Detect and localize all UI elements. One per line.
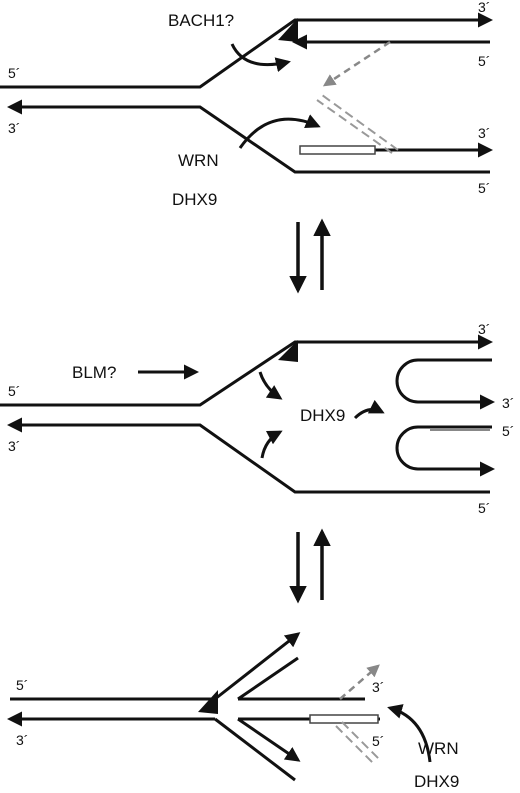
enzyme-label-wrn: WRN bbox=[178, 151, 219, 170]
panel-middle: 3´ 5´ 3´ 3´ 5´ 5´ BLM? DHX9 bbox=[0, 321, 514, 516]
inner-strand-upper-diag bbox=[237, 656, 299, 701]
end-label-3prime-regressed: 3´ bbox=[502, 395, 514, 411]
end-label-5prime-right: 5´ bbox=[372, 733, 384, 749]
end-label-3prime-right: 3´ bbox=[372, 679, 384, 695]
parental-arm-lower bbox=[214, 717, 296, 782]
end-label-5prime-lagging: 5´ bbox=[478, 53, 490, 69]
inner-strand-lower-diag bbox=[237, 717, 301, 762]
enzyme-label-blm: BLM? bbox=[72, 363, 116, 382]
enzyme-label-wrn: WRN bbox=[418, 739, 459, 758]
enzyme-label-dhx9: DHX9 bbox=[300, 406, 345, 425]
wrn-action-arrow bbox=[387, 704, 432, 763]
extension-gray-lower-a bbox=[341, 721, 381, 761]
end-label-5prime-bottom: 5´ bbox=[478, 180, 490, 196]
end-label-5prime-regressed: 5´ bbox=[502, 423, 514, 439]
regressing-strand-gray-upper bbox=[322, 40, 391, 87]
parental-strand-bottom bbox=[10, 423, 490, 494]
end-label-3prime-left: 3´ bbox=[8, 120, 20, 136]
nascent-strand-segment bbox=[309, 714, 379, 724]
enzyme-label-dhx9: DHX9 bbox=[172, 190, 217, 209]
polymerase-wedge bbox=[278, 340, 298, 362]
enzyme-label-dhx9: DHX9 bbox=[414, 772, 459, 791]
parental-strand-top bbox=[0, 12, 493, 89]
parental-arm-upper bbox=[214, 632, 301, 701]
parental-strand-top bbox=[0, 334, 493, 407]
dhx9-arrow-from-top bbox=[258, 371, 283, 400]
regressing-strand-gray-lower-a bbox=[321, 94, 399, 151]
nascent-strand-segment bbox=[299, 145, 376, 155]
end-label-3prime-leading: 3´ bbox=[478, 125, 490, 141]
extension-gray-lower-b bbox=[335, 725, 375, 765]
dhx9-action-arrow-right bbox=[353, 399, 385, 420]
regressing-strand-gray-lower-b bbox=[316, 99, 393, 154]
end-label-3prime-top: 3´ bbox=[478, 321, 490, 337]
panel-top: 3´ 5´ 5´ 3´ 3´ 5´ BACH1? WRN DHX9 bbox=[0, 0, 493, 209]
dhx9-arrow-from-bottom bbox=[260, 430, 283, 459]
wrn-action-arrow bbox=[238, 114, 321, 149]
end-label-5prime-left: 5´ bbox=[8, 65, 20, 81]
bach1-action-arrow bbox=[230, 43, 291, 73]
polymerase-wedge bbox=[198, 690, 218, 714]
end-label-3prime-left: 3´ bbox=[16, 732, 28, 748]
regressed-arm-upper bbox=[395, 358, 495, 410]
regressed-arm-lower bbox=[395, 425, 495, 477]
end-label-5prime-left: 5´ bbox=[8, 383, 20, 399]
parental-strand-bottom bbox=[10, 105, 490, 174]
equilibrium-arrows-1 bbox=[289, 218, 331, 294]
polymerase-wedge bbox=[278, 18, 298, 42]
enzyme-label-bach1: BACH1? bbox=[168, 11, 234, 30]
end-label-5prime-bottom: 5´ bbox=[478, 500, 490, 516]
end-label-3prime-left: 3´ bbox=[8, 438, 20, 454]
extension-gray-arrow bbox=[339, 664, 380, 700]
equilibrium-arrows-2 bbox=[289, 528, 331, 604]
panel-bottom: 5´ 3´ 3´ 5´ WRN DHX9 bbox=[6, 632, 459, 791]
end-label-5prime-left: 5´ bbox=[16, 677, 28, 693]
end-label-3prime-top: 3´ bbox=[478, 0, 490, 15]
